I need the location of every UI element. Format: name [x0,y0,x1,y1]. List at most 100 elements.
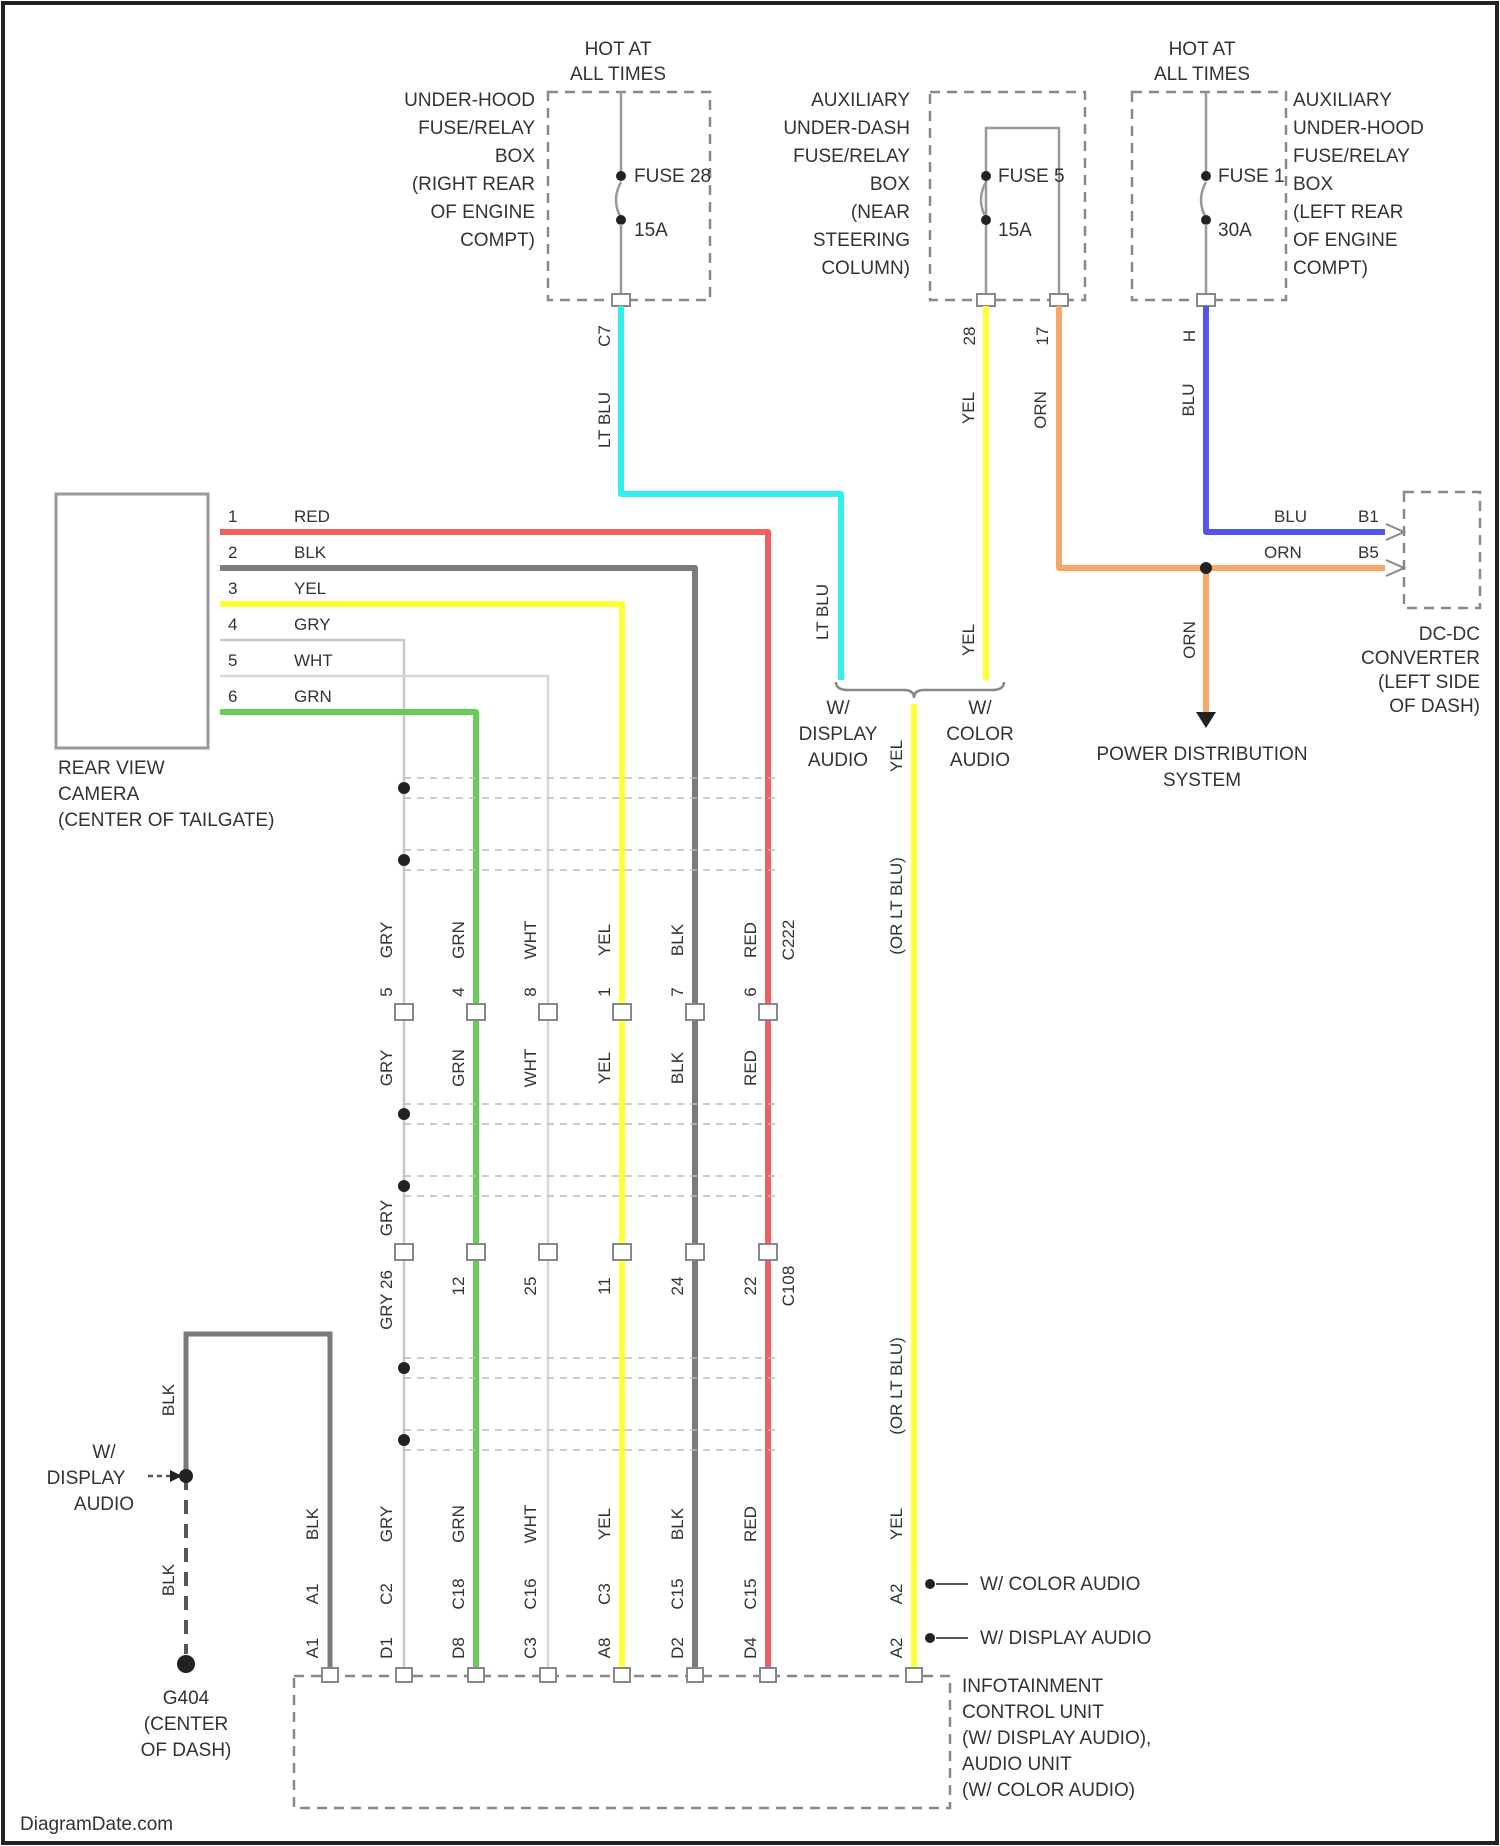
fuse-3-terminal [1197,294,1215,306]
note-w-display-audio: W/ DISPLAY AUDIO [980,1628,1151,1649]
fuse-box-1: HOT AT ALL TIMES UNDER-HOOD FUSE/RELAY B… [404,39,711,347]
power-dist-0: POWER DISTRIBUTION [1096,744,1307,765]
fuse-box-1-name-4: OF ENGINE [430,202,535,223]
fuse-box-3-name-3: BOX [1293,174,1333,195]
wire-yel-camera [220,604,622,1676]
power-dist-1: SYSTEM [1163,770,1241,791]
infotainment-unit-outline [294,1676,950,1808]
note-w-color-audio: W/ COLOR AUDIO [980,1574,1140,1595]
fuse-3-amp: 30A [1218,220,1252,241]
conn1-pin-2: 4 [449,987,468,996]
conn2-gry-label: GRY [377,1200,396,1237]
camera-pin-1: 1 [228,507,237,526]
fuse-2-pin-a: 28 [960,327,979,346]
wire-label-yel-1: YEL [959,392,978,424]
dcdc-name-0: DC-DC [1419,624,1480,645]
conn2-pin-5: 24 [668,1277,687,1296]
fuse-2-bus [986,128,1059,298]
ground-name-2: OF DASH) [141,1740,232,1761]
branch-right-1: COLOR [946,724,1014,745]
ground-name-1: (CENTER [144,1714,228,1735]
branch-left-0: W/ [826,698,850,719]
camera-name-0: REAR VIEW [58,758,165,779]
fuse-1-pin: C7 [595,325,614,347]
fuse-3-symbol [1201,182,1206,218]
unit-name-3: AUDIO UNIT [962,1754,1072,1775]
unit-wire-6: BLK [668,1507,687,1540]
unit-name-2: (W/ DISPLAY AUDIO), [962,1728,1151,1749]
fuse-2-pin-b: 17 [1033,327,1052,346]
unit-name-0: INFOTAINMENT [962,1676,1103,1697]
unit-wire-2: GRY [377,1506,396,1543]
fuse-box-1-name-5: COMPT) [460,230,535,251]
unit-pin-lower-5: A8 [595,1638,614,1659]
unit-pin-upper-1: A1 [303,1584,322,1605]
branch-brace [836,682,1004,698]
hot-label-3b: ALL TIMES [1154,64,1250,85]
fuse-box-1-name-0: UNDER-HOOD [404,90,535,111]
branch-left-2: AUDIO [808,750,868,771]
unit-pin-upper-8: A2 [887,1584,906,1605]
dcdc-name-1: CONVERTER [1361,648,1480,669]
wire-label-lt-blu-2: LT BLU [813,584,832,640]
unit-pin-upper-5: C3 [595,1583,614,1605]
unit-pin-upper-3: C18 [449,1578,468,1609]
fuse-1-contact [616,171,626,181]
unit-pin-lower-2: D1 [377,1637,396,1659]
unit-pin-lower-6: D2 [668,1637,687,1659]
unit-pin-lower-4: C3 [521,1637,540,1659]
fuse-box-2-name-4: (NEAR [851,202,910,223]
ground-name-0: G404 [163,1688,210,1709]
dcdc-name-2: (LEFT SIDE [1378,672,1480,693]
fuse-1-amp: 15A [634,220,668,241]
conn1-pin-4: 1 [595,987,614,996]
wire-blu [1206,306,1385,532]
fuse-box-2-outline [930,92,1085,300]
camera-name-2: (CENTER OF TAILGATE) [58,810,274,831]
ground-wire-label: BLK [159,1383,178,1416]
wire-label-yel-3: YEL [887,740,906,772]
conn2-pin-2: 12 [449,1277,468,1296]
unit-wire-7: RED [741,1506,760,1542]
camera-name-1: CAMERA [58,784,140,805]
conn2-pin-1: GRY 26 [377,1270,396,1330]
rear-view-camera-box [56,494,208,748]
fuse-1-name: FUSE 28 [634,166,711,187]
fuse-box-2: AUXILIARY UNDER-DASH FUSE/RELAY BOX (NEA… [783,90,1085,345]
camera-wire-2: BLK [294,543,327,562]
camera-pin-3: 3 [228,579,237,598]
fuse-3-pin: H [1180,330,1199,342]
camera-wire-1: RED [294,507,330,526]
camera-pin-5: 5 [228,651,237,670]
conn1-pin-5: 7 [668,987,687,996]
unit-wire-1: BLK [303,1507,322,1540]
unit-pin-upper-6: C15 [668,1578,687,1609]
fuse-box-3: HOT AT ALL TIMES AUXILIARY UNDER-HOOD FU… [1132,39,1424,342]
unit-pin-lower-3: D8 [449,1637,468,1659]
conn1-wire-gry: GRY [377,922,396,959]
unit-wire-4: WHT [521,1505,540,1544]
conn1-wire-grn: GRN [449,921,468,959]
fuse-3-name: FUSE 1 [1218,166,1285,187]
ground-wire-label-2: BLK [159,1563,178,1596]
branch-right-2: AUDIO [950,750,1010,771]
fuse-box-3-name-0: AUXILIARY [1293,90,1392,111]
fuse-box-3-name-5: OF ENGINE [1293,230,1398,251]
hot-label-1a: HOT AT [585,39,652,60]
fuse-1-terminal [612,294,630,306]
conn1-wire-yel: YEL [595,924,614,956]
camera-pin-4: 4 [228,615,237,634]
unit-wire-5: YEL [595,1508,614,1540]
fuse-2-terminal-a [977,294,995,306]
fuse-box-3-name-6: COMPT) [1293,258,1368,279]
unit-pin-upper-4: C16 [521,1578,540,1609]
conn1-lower-red: RED [741,1050,760,1086]
unit-pin-lower-7: D4 [741,1637,760,1659]
wire-label-lt-blu-1: LT BLU [595,392,614,448]
unit-wire-3: GRN [449,1505,468,1543]
unit-pin-upper-7: C15 [741,1578,760,1609]
wire-blk-ground [186,1334,330,1676]
wire-label-or-ltblu-1: (OR LT BLU) [887,857,906,955]
dcdc-pin-1: B1 [1358,507,1379,526]
unit-name-4: (W/ COLOR AUDIO) [962,1780,1135,1801]
